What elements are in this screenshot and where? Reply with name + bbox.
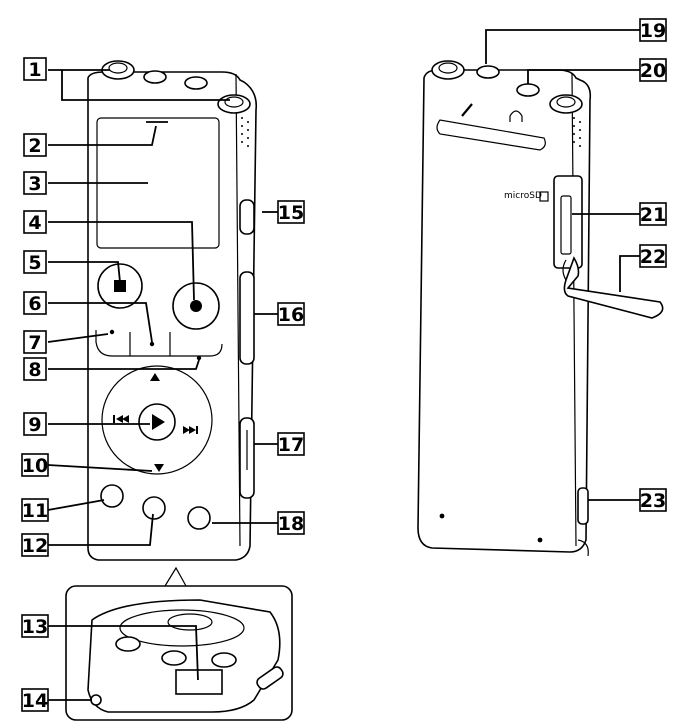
callout-1: 1 [23,57,47,81]
bottom-zoom-inset [65,566,293,721]
callout-9: 9 [23,412,47,436]
control-ring[interactable] [101,365,213,475]
callout-19: 19 [639,18,667,42]
svg-text:13: 13 [22,616,48,638]
callout-10: 10 [21,453,49,477]
callout-20: 20 [639,58,667,82]
svg-text:2: 2 [28,135,41,157]
callout-5: 5 [23,250,47,274]
svg-text:4: 4 [28,212,41,234]
svg-text:17: 17 [278,434,304,456]
svg-text:15: 15 [278,202,304,224]
svg-text:7: 7 [28,332,41,354]
svg-text:1: 1 [28,59,41,81]
previous-track-icon [113,415,129,423]
svg-text:3: 3 [28,173,41,195]
callout-18: 18 [277,511,305,535]
svg-text:23: 23 [640,490,666,512]
callout-21: 21 [639,202,667,226]
headphone-icon [509,110,523,122]
leader-lines [47,29,640,701]
callout-3: 3 [23,171,47,195]
svg-text:8: 8 [28,359,41,381]
callout-2: 2 [23,133,47,157]
callout-13: 13 [21,614,49,638]
callout-7: 7 [23,330,47,354]
svg-text:22: 22 [640,246,666,268]
callout-11: 11 [21,498,49,522]
callout-numbers: 1 2 3 4 5 6 7 8 9 10 11 12 13 14 15 16 1… [21,18,667,712]
mic-grille [241,117,249,147]
callout-16: 16 [277,302,305,326]
front-view [87,60,258,561]
svg-text:11: 11 [22,500,48,522]
svg-text:9: 9 [28,414,41,436]
callout-8: 8 [23,357,47,381]
callout-6: 6 [23,291,47,315]
record-icon [190,300,202,312]
callout-4: 4 [23,210,47,234]
svg-text:16: 16 [278,304,304,326]
stop-icon [114,280,126,292]
microsd-label: microSD [504,191,542,201]
play-icon [152,414,165,430]
svg-text:5: 5 [28,252,41,274]
svg-text:18: 18 [278,513,304,535]
next-track-icon [183,426,198,434]
slot-cover[interactable] [563,256,664,319]
sd-card-icon [539,191,549,202]
svg-text:6: 6 [28,293,41,315]
svg-text:10: 10 [22,455,48,477]
callout-23: 23 [639,488,667,512]
svg-text:19: 19 [640,20,666,42]
callout-17: 17 [277,432,305,456]
callout-12: 12 [21,533,49,557]
svg-text:20: 20 [640,60,666,82]
svg-text:12: 12 [22,535,48,557]
svg-text:14: 14 [22,690,48,712]
up-arrow-icon [150,373,160,381]
microphone-icon [461,103,473,117]
callout-14: 14 [21,688,49,712]
callout-22: 22 [639,244,667,268]
svg-text:21: 21 [640,204,666,226]
down-arrow-icon [154,464,164,472]
callout-15: 15 [277,200,305,224]
back-view: microSD [417,60,664,557]
back-mic-grille [573,117,581,147]
